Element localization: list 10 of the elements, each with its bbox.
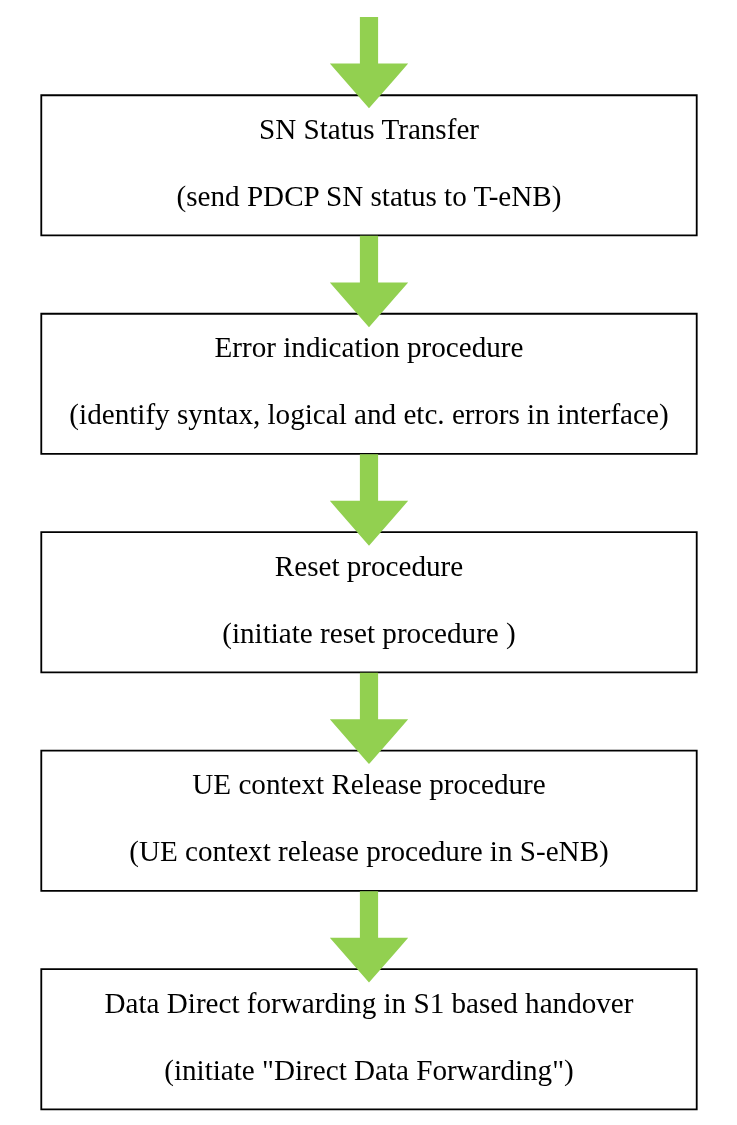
arrow [329, 17, 408, 109]
arrow [329, 235, 408, 328]
arrow [329, 891, 408, 983]
node-box: SN Status Transfer (send PDCP SN status to T-eNB) [39, 94, 698, 237]
arrow [329, 672, 408, 765]
node-box: Error indication procedure (identify syntax, logical and etc. errors in interface) [39, 312, 698, 455]
arrow [329, 454, 408, 546]
node-box: Data Direct forwarding in S1 based handover (initiate "Direct Data Forwarding") [39, 968, 698, 1111]
node-box: Reset procedure (initiate reset procedure ) [39, 531, 698, 674]
node-box: UE context Release procedure (UE context release procedure in S-eNB) [39, 749, 698, 892]
